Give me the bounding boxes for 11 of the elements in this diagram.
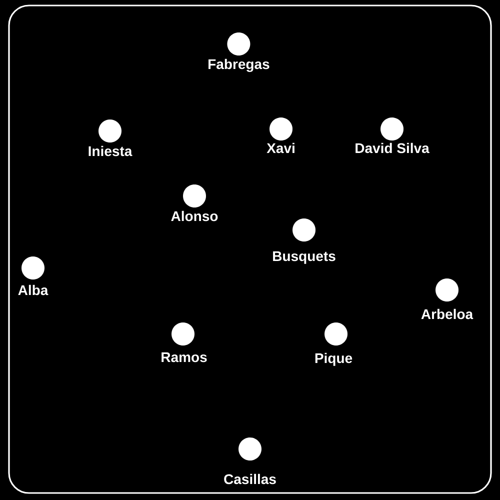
player-name: Alba xyxy=(18,284,48,296)
player-name: Iniesta xyxy=(88,146,132,156)
player-name: Pique xyxy=(315,352,352,366)
player-name: Busquets xyxy=(273,251,336,264)
player-name: Alonso xyxy=(171,210,218,222)
player-name: Fabregas xyxy=(208,58,270,72)
player-name: Casillas xyxy=(224,474,276,484)
player-name: Xavi xyxy=(266,142,294,154)
player-name: Arbeloa xyxy=(421,308,474,320)
player-name: David Silva xyxy=(356,142,430,154)
player-name: Ramos xyxy=(162,352,207,362)
